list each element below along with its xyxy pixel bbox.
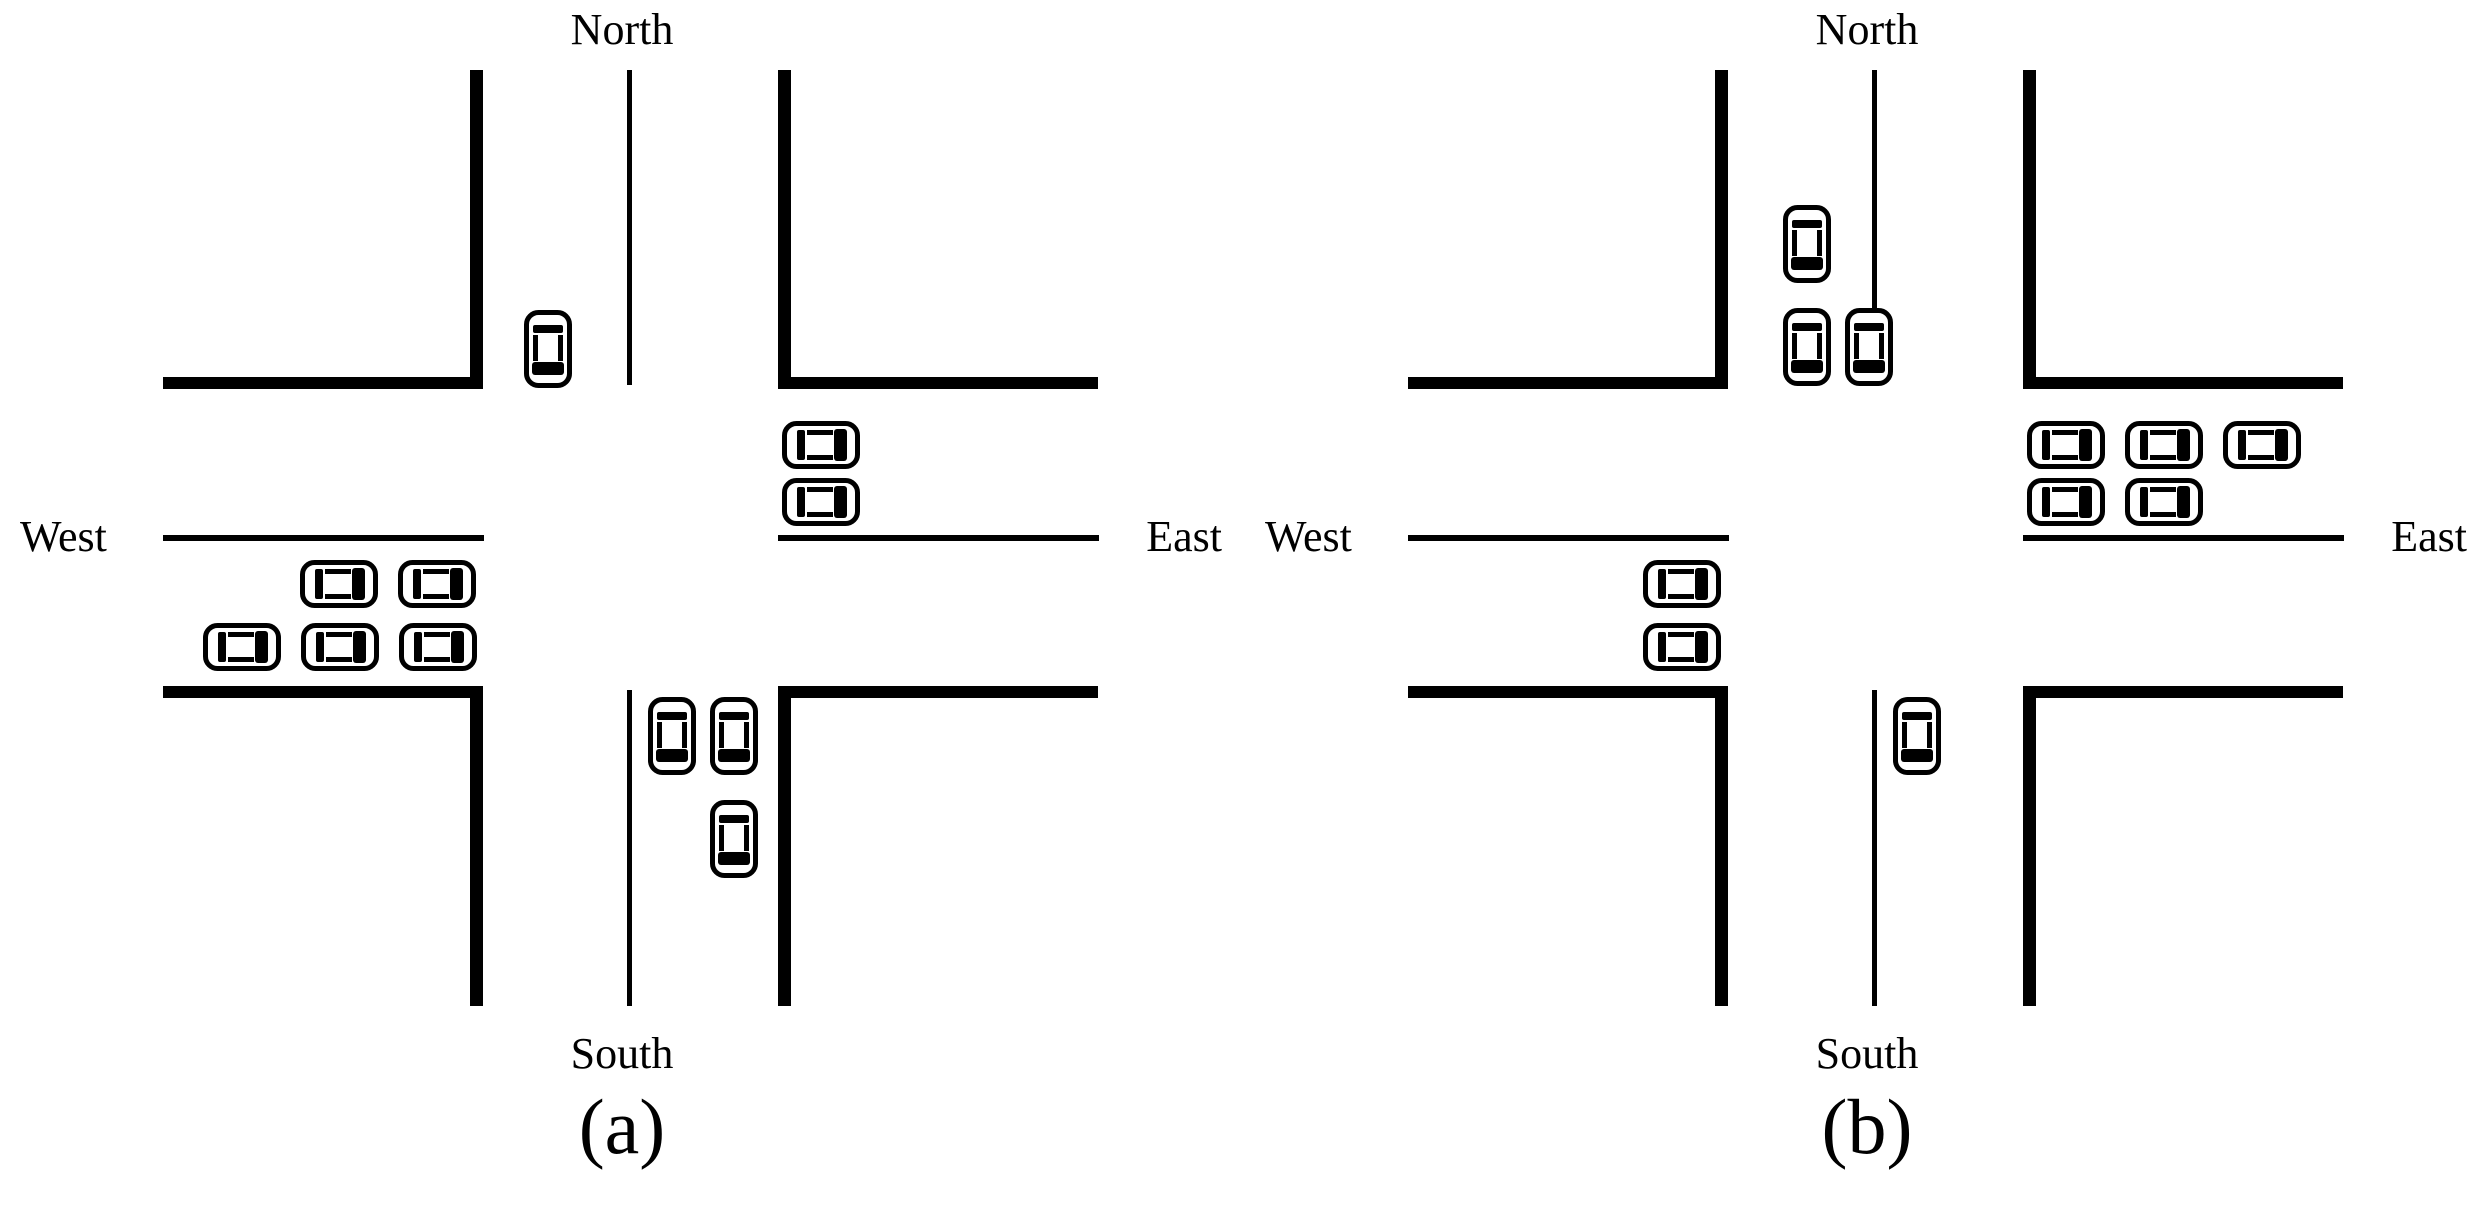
car-icon	[1643, 560, 1721, 608]
road-centerline-east	[2023, 535, 2344, 541]
car-icon	[1845, 308, 1893, 386]
compass-label-east: East	[1146, 512, 1222, 561]
road-edge-west-lower	[163, 686, 483, 698]
road-edge-south-left	[470, 686, 483, 1006]
car-icon	[2125, 421, 2203, 469]
car-icon	[1643, 623, 1721, 671]
car-icon	[301, 623, 379, 671]
compass-label-east: East	[2391, 512, 2467, 561]
road-centerline-south	[1872, 690, 1877, 1006]
car-icon	[2125, 478, 2203, 526]
compass-label-west: West	[1265, 512, 1352, 561]
intersection-panel-a: North South West East	[0, 0, 1244, 1207]
compass-label-north: North	[1815, 5, 1919, 54]
compass-label-north: North	[570, 5, 674, 54]
road-edge-north-right	[2023, 70, 2036, 382]
car-icon	[1783, 308, 1831, 386]
road-centerline-south	[627, 690, 632, 1006]
car-icon	[710, 800, 758, 878]
road-edge-east-lower	[2023, 686, 2343, 698]
car-icon	[2027, 421, 2105, 469]
road-edge-east-upper	[2023, 377, 2343, 389]
road-centerline-north	[627, 70, 632, 385]
road-edge-north-left	[1715, 70, 1728, 382]
intersection-panel-b: North South West East	[1245, 0, 2489, 1207]
car-icon	[1783, 205, 1831, 283]
road-edge-north-left	[470, 70, 483, 382]
panel-caption-b: (b)	[1821, 1083, 1913, 1170]
car-icon	[398, 560, 476, 608]
car-icon	[300, 560, 378, 608]
compass-label-south: South	[1815, 1029, 1919, 1078]
road-edge-east-upper	[778, 377, 1098, 389]
compass-label-south: South	[570, 1029, 674, 1078]
panel-caption-a: (a)	[578, 1083, 666, 1170]
road-edge-west-lower	[1408, 686, 1728, 698]
car-icon	[2223, 421, 2301, 469]
road-edge-north-right	[778, 70, 791, 382]
road-edge-west-upper	[1408, 377, 1728, 389]
road-centerline-east	[778, 535, 1099, 541]
car-icon	[524, 310, 572, 388]
car-icon	[1893, 697, 1941, 775]
road-edge-south-left	[1715, 686, 1728, 1006]
compass-label-west: West	[20, 512, 107, 561]
road-centerline-west	[1408, 535, 1729, 541]
car-icon	[2027, 478, 2105, 526]
road-centerline-north	[1872, 70, 1877, 385]
car-icon	[648, 697, 696, 775]
car-icon	[399, 623, 477, 671]
road-edge-east-lower	[778, 686, 1098, 698]
road-edge-west-upper	[163, 377, 483, 389]
road-edge-south-right	[2023, 686, 2036, 1006]
car-icon	[782, 421, 860, 469]
car-icon	[782, 478, 860, 526]
car-icon	[710, 697, 758, 775]
road-edge-south-right	[778, 686, 791, 1006]
car-icon	[203, 623, 281, 671]
road-centerline-west	[163, 535, 484, 541]
